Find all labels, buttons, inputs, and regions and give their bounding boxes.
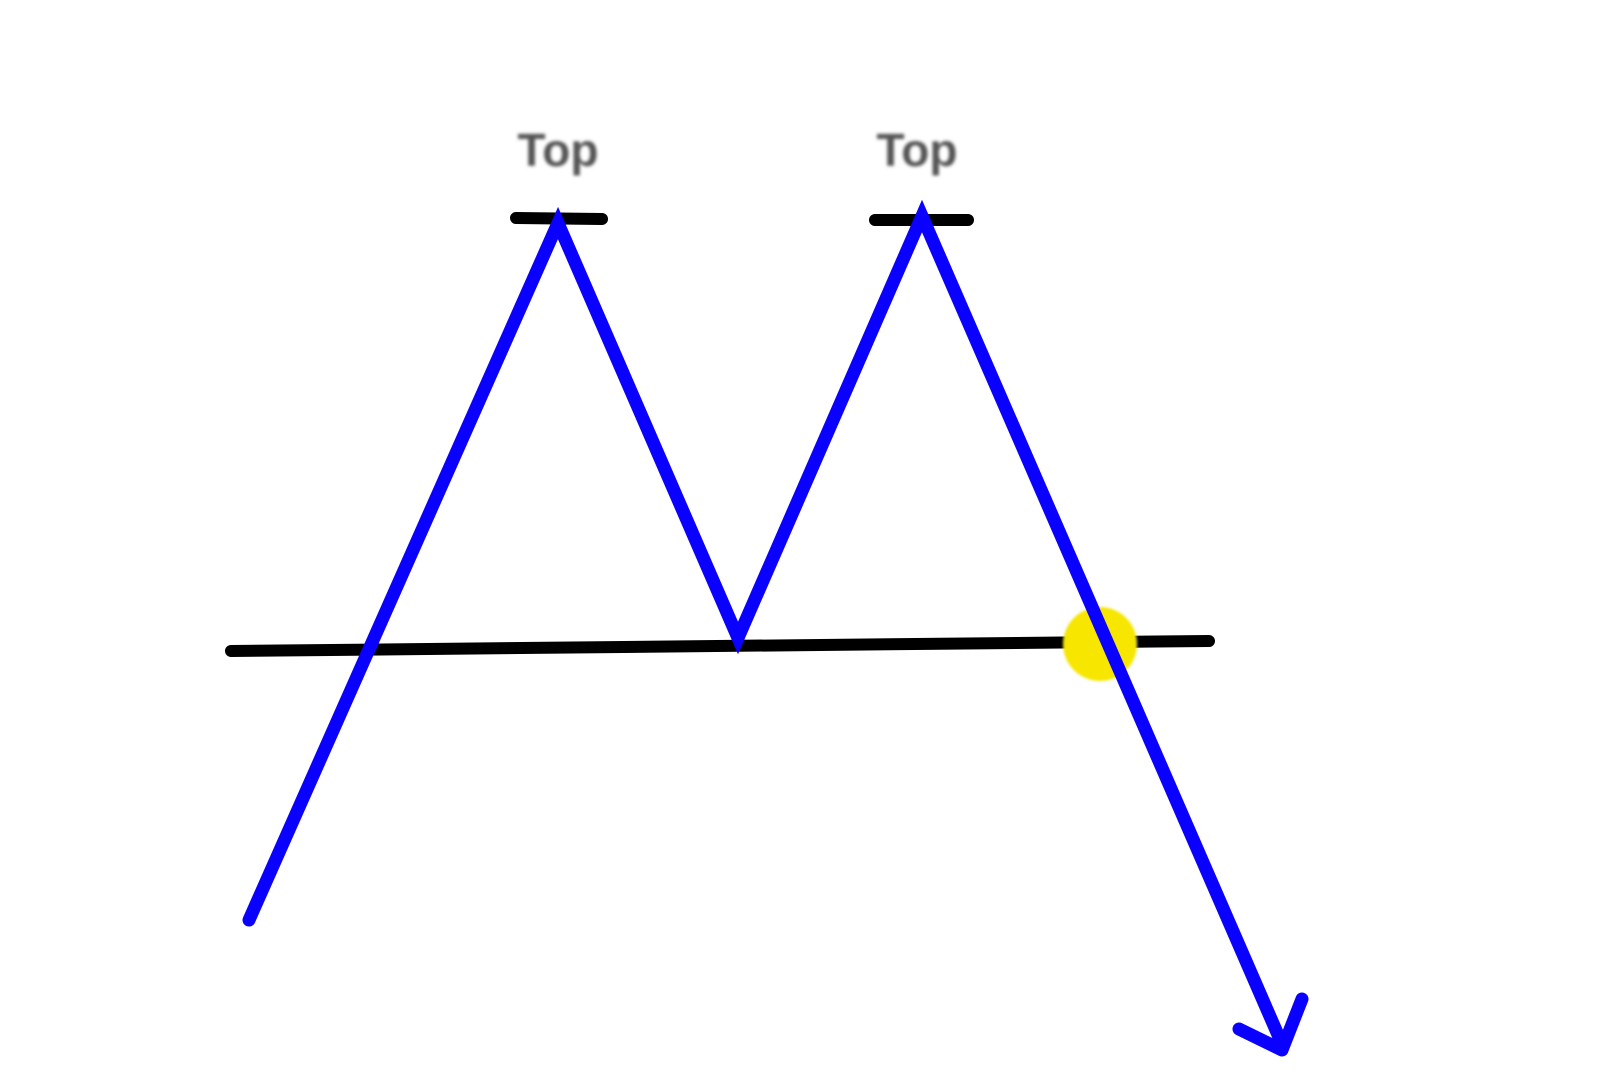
price-path <box>242 199 1289 1051</box>
support-line <box>225 635 1215 657</box>
arrow-down-right-icon <box>1232 992 1309 1057</box>
top-label-right: Top <box>877 124 958 176</box>
top-label-left: Top <box>518 124 599 176</box>
